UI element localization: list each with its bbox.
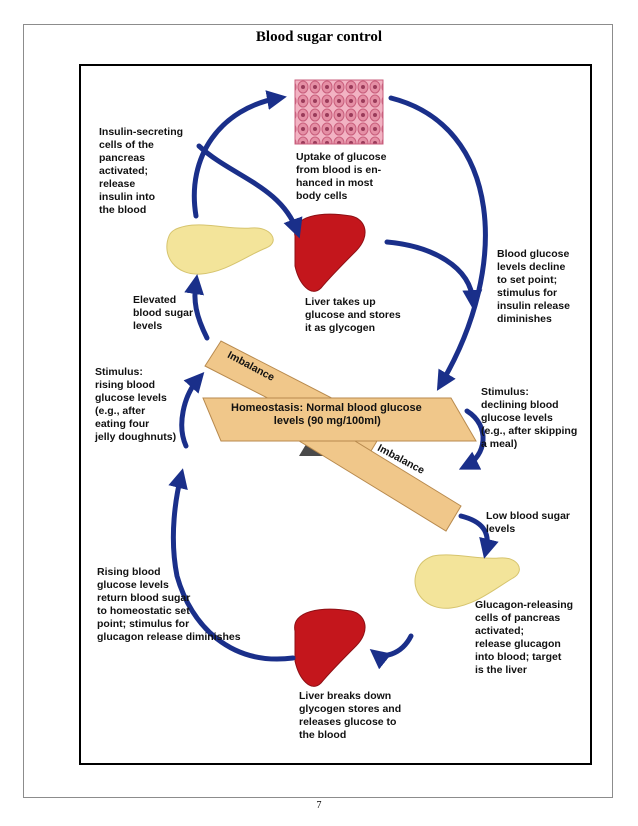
page-title: Blood sugar control: [255, 29, 383, 45]
label-uptake: Uptake of glucose from blood is en- hanc…: [296, 151, 387, 202]
homeostasis-board: [202, 397, 477, 442]
arrow-elevated-to-pancreas: [184, 274, 210, 341]
body-cells-image: [294, 79, 384, 145]
arrow-pancreas-to-liver-bottom: [369, 633, 414, 670]
arrow-liver-to-decline: [384, 239, 483, 310]
pancreas-top-image: [166, 224, 274, 275]
page-border: [23, 24, 613, 798]
pancreas-bottom-image: [414, 554, 520, 609]
label-stimulus-declining: Stimulus: declining blood glucose levels…: [481, 386, 578, 450]
label-glucagon-cells: Glucagon-releasing cells of pancreas act…: [475, 599, 574, 676]
label-stimulus-rising: Stimulus: rising blood glucose levels (e…: [95, 366, 177, 443]
arrow-liver-to-rising: [168, 468, 296, 662]
label-rising-return: Rising blood glucose levels return blood…: [97, 566, 241, 643]
label-elevated: Elevated blood sugar levels: [133, 294, 194, 332]
diagram-graphics: [166, 79, 520, 687]
label-glucose-decline: Blood glucose levels decline to set poin…: [497, 248, 570, 325]
page-number: 7: [316, 800, 322, 811]
arrow-pancreas-to-cells: [191, 90, 287, 219]
label-liver-takes-up: Liver takes up glucose and stores it as …: [305, 296, 401, 334]
blood-sugar-diagram: Insulin-secreting cells of the pancreas …: [79, 64, 592, 765]
label-liver-breaks-down: Liver breaks down glycogen stores and re…: [299, 690, 402, 741]
arrow-low-sugar-to-pancreas: [458, 513, 499, 559]
label-homeostasis: Homeostasis: Normal blood glucose levels…: [231, 402, 422, 427]
liver-top-image: [294, 213, 366, 292]
arrow-pancreas-to-liver: [196, 143, 303, 239]
arrow-stimulus-rising: [179, 372, 205, 449]
label-low-blood-sugar: Low blood sugar levels: [486, 510, 570, 535]
liver-bottom-image: [294, 608, 366, 687]
arrow-cells-to-decline: [388, 95, 488, 391]
label-insulin-cells: Insulin-secreting cells of the pancreas …: [99, 126, 184, 216]
arrow-stimulus-declining: [458, 408, 486, 470]
